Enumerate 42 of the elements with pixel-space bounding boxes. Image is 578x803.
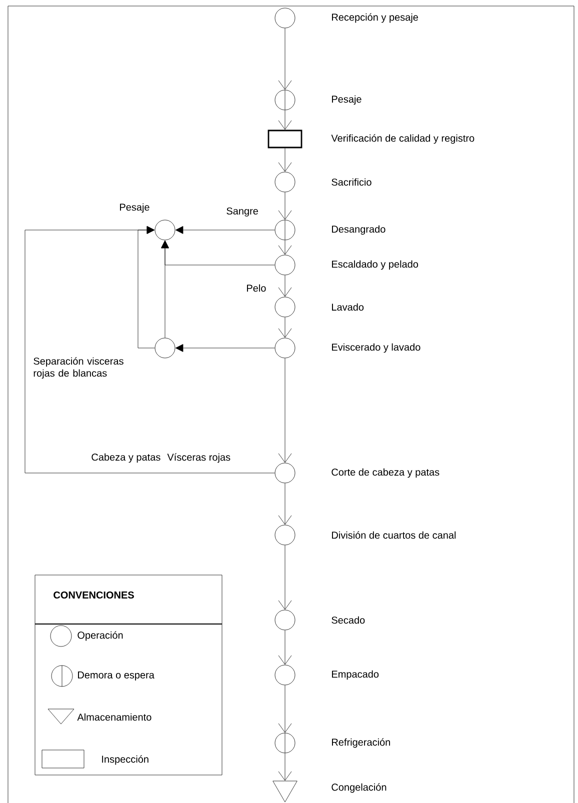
arrow	[161, 240, 169, 338]
step-label: Desangrado	[332, 225, 386, 235]
arrow	[278, 483, 292, 525]
step-label: División de cuartos de canal	[332, 531, 456, 539]
step-label: Verificación de calidad y registro	[331, 134, 474, 144]
step-label: Congelación	[332, 783, 386, 793]
legend-label: Operación	[78, 631, 123, 641]
text-label: Vísceras rojas	[167, 453, 230, 463]
arrow	[278, 240, 292, 255]
step-label: Pesaje	[120, 203, 150, 213]
step-label: Secado	[332, 616, 365, 624]
legend-label: Inspección	[102, 755, 148, 765]
step-label: Pesaje	[332, 95, 362, 105]
arrow	[278, 28, 292, 90]
arrow	[278, 358, 292, 463]
arrow	[278, 753, 292, 781]
step-label: Corte de cabeza y patas	[332, 468, 440, 478]
arrow	[278, 545, 292, 610]
arrow	[278, 685, 292, 733]
edge-label: Cabeza y patas	[90, 452, 162, 464]
step-label: Lavado	[332, 303, 364, 311]
legend-label: Demora o espera	[78, 672, 154, 680]
step-label: Eviscerado y lavado	[332, 343, 420, 353]
arrow	[278, 110, 292, 130]
arrow	[278, 148, 292, 172]
step-label: Sacrificio	[332, 178, 372, 186]
step-label: Escaldado y pelado	[332, 260, 418, 270]
step-label: Refrigeración	[332, 738, 390, 748]
arrow	[175, 226, 275, 234]
arrow	[278, 192, 292, 220]
arrow	[278, 317, 292, 338]
edge-label: Sangre	[225, 206, 260, 218]
arrow	[278, 275, 292, 297]
arrow	[278, 630, 292, 665]
legend-label: Almacenamiento	[77, 713, 152, 721]
edge-label: Pelo	[245, 283, 268, 293]
arrow	[175, 344, 275, 352]
step-label: Separación visceras rojas de blancas	[34, 357, 124, 379]
legend-title: CONVENCIONES	[54, 591, 134, 599]
arrow	[24, 226, 275, 474]
step-label: Recepción y pesaje	[332, 13, 418, 23]
step-label: Empacado	[332, 670, 379, 680]
